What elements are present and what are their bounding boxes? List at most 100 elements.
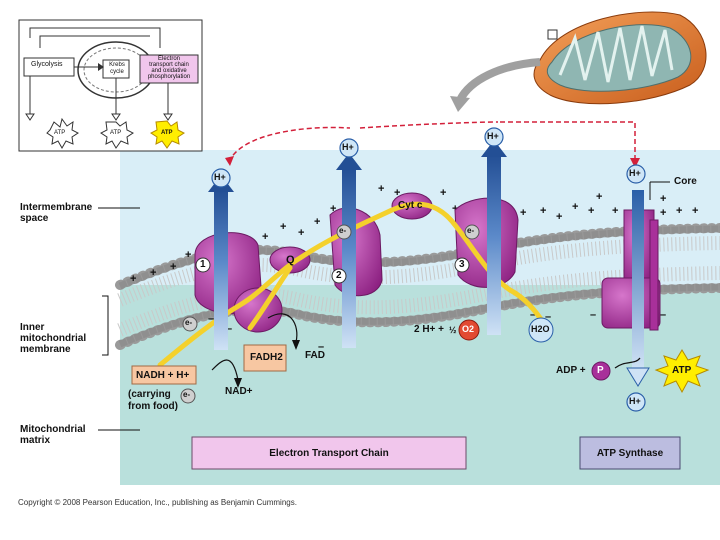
matrix-label-0: Mitochondrial	[20, 424, 86, 435]
half-label: ½	[449, 325, 457, 335]
h-plus-circles	[211, 127, 646, 412]
inset-atp-label-1: ATP	[110, 130, 122, 136]
phosphate-label: P	[597, 365, 604, 376]
svg-text:+: +	[572, 201, 578, 213]
svg-text:–: –	[208, 313, 214, 325]
etc-label-box	[191, 436, 467, 470]
region-leaders	[98, 181, 670, 431]
svg-text:+: +	[150, 267, 156, 279]
svg-text:+: +	[170, 261, 176, 273]
svg-text:+: +	[588, 205, 594, 217]
inset-etc-label-0: Electron	[157, 56, 180, 62]
atp-synthase-label-box	[579, 436, 681, 470]
carrying-label-1: from food)	[128, 401, 178, 412]
svg-text:–: –	[318, 341, 324, 353]
etc-box-label: Electron Transport Chain	[269, 448, 389, 459]
zoom-arrow	[456, 58, 541, 103]
inner-membrane-label-1: mitochondrial	[20, 333, 87, 344]
svg-text:+: +	[452, 203, 458, 215]
h-plus-label-5: H+	[629, 396, 641, 406]
svg-text:+: +	[520, 207, 526, 219]
intermembrane-label-1: space	[20, 213, 49, 224]
electron-label-2: e-	[339, 226, 347, 235]
svg-text:+: +	[660, 207, 666, 219]
svg-text:+: +	[440, 187, 446, 199]
h-plus-label-1: H+	[214, 172, 226, 182]
carrying-label-0: (carrying	[128, 389, 171, 400]
fad-arrow	[267, 313, 298, 343]
h-plus-label-2: H+	[342, 142, 354, 152]
svg-text:+: +	[596, 191, 602, 203]
complex-1-number: 1	[200, 259, 206, 270]
phosphate-circle	[591, 361, 611, 381]
svg-text:+: +	[298, 227, 304, 239]
inset-etc-label-1: transport chain	[149, 62, 189, 68]
complex-3	[454, 197, 519, 288]
electron-label-3: e-	[467, 226, 475, 235]
h2o-label: H2O	[531, 324, 550, 334]
nad-label: NAD+	[225, 386, 253, 397]
intermembrane-label-0: Intermembrane	[20, 202, 93, 213]
svg-text:+: +	[314, 216, 320, 228]
proton-pump-arrows	[208, 140, 650, 387]
atp-label: ATP	[672, 365, 692, 376]
svg-text:+: +	[262, 231, 268, 243]
svg-text:–: –	[530, 309, 536, 321]
atp-star	[654, 349, 710, 394]
svg-text:–: –	[660, 309, 666, 321]
svg-text:+: +	[612, 205, 618, 217]
inset-glycolysis-label: Glycolysis	[31, 61, 63, 68]
cyt-c-label: Cyt c	[398, 200, 423, 211]
oxygen-circle	[458, 319, 480, 341]
svg-text:–: –	[226, 323, 232, 335]
h-plus-label-3: H+	[487, 131, 499, 141]
electron-path	[157, 201, 548, 368]
nadh-box	[131, 365, 197, 385]
two-h-label: 2 H+ +	[414, 324, 445, 335]
matrix-label-1: matrix	[20, 435, 51, 446]
svg-text:+: +	[556, 211, 562, 223]
proton-flow-dashed	[228, 121, 636, 163]
complex-3-number: 3	[459, 259, 465, 270]
o2-label: O2	[462, 324, 475, 334]
copyright-notice: Copyright © 2008 Pearson Education, Inc.…	[18, 498, 297, 507]
svg-text:+: +	[378, 183, 384, 195]
overview-inset	[18, 19, 203, 152]
svg-text:+: +	[676, 205, 682, 217]
adp-arrow	[614, 357, 641, 369]
electron-circles	[180, 224, 480, 404]
inset-atp-label-2: ATP	[161, 130, 173, 136]
svg-text:+: +	[330, 203, 336, 215]
svg-text:+: +	[280, 221, 286, 233]
inset-etc-label-2: and oxidative	[151, 68, 187, 74]
svg-text:+: +	[660, 193, 666, 205]
svg-text:–: –	[545, 311, 551, 323]
inner-membrane-label-2: membrane	[20, 344, 71, 355]
core-label: Core	[674, 176, 697, 187]
nadh-label: NADH + H+	[136, 370, 190, 381]
svg-text:–: –	[590, 309, 596, 321]
nadh-arrow	[211, 359, 239, 381]
svg-text:+: +	[692, 205, 698, 217]
complex-2-number: 2	[336, 270, 342, 281]
mitochondrion-illustration	[533, 11, 707, 105]
atp-synthase-box-label: ATP Synthase	[596, 448, 664, 459]
svg-text:+: +	[394, 187, 400, 199]
fadh2-box	[243, 344, 287, 372]
inset-etc-label-3: phosphorylation	[147, 74, 191, 80]
water-circle	[528, 317, 554, 343]
inner-membrane-label-0: Inner	[20, 322, 45, 333]
fad-label: FAD	[305, 350, 325, 361]
inset-atp-label-0: ATP	[54, 130, 66, 136]
ubiquinone	[269, 246, 311, 274]
complex-number-circles	[195, 257, 470, 284]
svg-text:+: +	[130, 273, 136, 285]
adp-label: ADP +	[556, 365, 586, 376]
svg-text:+: +	[185, 249, 191, 261]
inset-krebs-label: Krebs cycle	[109, 62, 125, 75]
electron-label-4: e-	[183, 390, 191, 399]
electron-label-1: e-	[185, 318, 193, 327]
q-label: Q	[286, 254, 295, 266]
fadh2-label: FADH2	[250, 352, 283, 363]
h-plus-label-4: H+	[629, 168, 641, 178]
